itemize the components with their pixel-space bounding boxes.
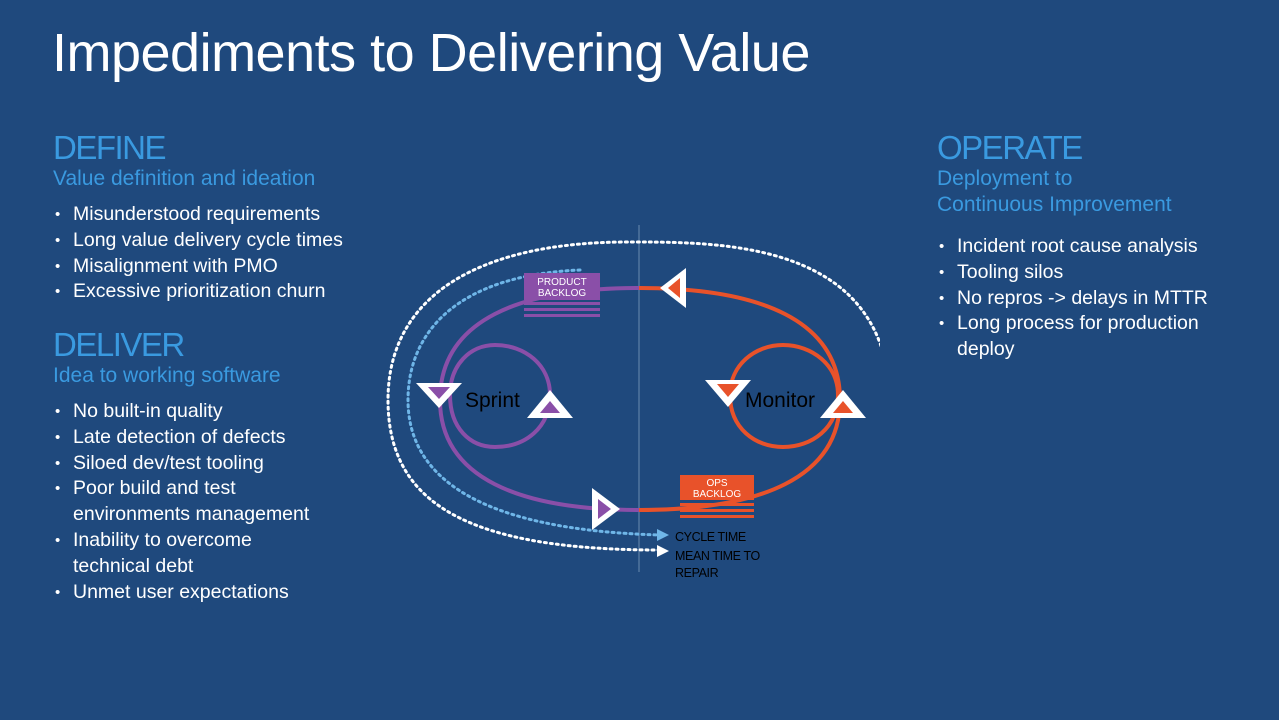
mttr-arrowhead xyxy=(657,545,669,557)
define-list: Misunderstood requirements Long value de… xyxy=(53,202,343,305)
list-item: Excessive prioritization churn xyxy=(53,279,343,305)
operate-subtitle-line1: Deployment to xyxy=(937,167,1073,190)
product-backlog-card xyxy=(524,273,600,300)
define-subtitle: Value definition and ideation xyxy=(53,167,316,190)
deliver-list: No built-in quality Late detection of de… xyxy=(53,399,309,605)
operate-heading: OPERATE xyxy=(937,129,1083,166)
ops-backlog-label-line1: OPS xyxy=(706,478,727,489)
list-item: Inability to overcome technical debt xyxy=(53,528,309,580)
list-item: Late detection of defects xyxy=(53,425,309,451)
list-item: Long process for production deploy xyxy=(937,311,1208,363)
list-item: Long value delivery cycle times xyxy=(53,228,343,254)
purple-up-arrow-inner xyxy=(540,401,560,413)
monitor-inner-loop xyxy=(727,342,841,450)
list-item: Tooling silos xyxy=(937,260,1208,286)
product-backlog-label-line2: BACKLOG xyxy=(538,288,587,299)
list-item: No built-in quality xyxy=(53,399,309,425)
ops-backlog-stripe xyxy=(680,509,754,512)
product-backlog-label-line1: PRODUCT xyxy=(537,277,586,288)
list-item: Unmet user expectations xyxy=(53,580,309,606)
list-item: No repros -> delays in MTTR xyxy=(937,286,1208,312)
orange-up-arrow-inner xyxy=(833,401,853,413)
mttr-label-line1: MEAN TIME TO xyxy=(675,549,760,563)
list-item: Incident root cause analysis xyxy=(937,234,1208,260)
define-heading: DEFINE xyxy=(53,129,167,166)
mttr-dotted-loop xyxy=(386,240,880,552)
define-section: DEFINE Value definition and ideation Mis… xyxy=(53,130,343,305)
monitor-label: Monitor xyxy=(745,389,815,412)
sprint-label: Sprint xyxy=(465,389,520,412)
purple-right-arrow-inner xyxy=(598,499,611,519)
devops-cycle-diagram: PRODUCT BACKLOG OPS BACKLOG Sprint Monit… xyxy=(386,225,880,580)
ops-backlog-box: OPS BACKLOG xyxy=(680,475,754,518)
ops-backlog-label-line2: BACKLOG xyxy=(693,489,742,500)
cycle-time-dotted-loop xyxy=(406,268,662,537)
product-backlog-stripe xyxy=(524,308,600,311)
orange-left-arrow-inner xyxy=(668,278,680,298)
operate-subtitle-line2: Continuous Improvement xyxy=(937,193,1172,216)
ops-backlog-card xyxy=(680,475,754,500)
slide-title: Impediments to Delivering Value xyxy=(52,23,810,83)
product-backlog-stripe xyxy=(524,314,600,317)
product-backlog-box: PRODUCT BACKLOG xyxy=(524,273,600,317)
operate-list: Incident root cause analysis Tooling sil… xyxy=(937,234,1208,363)
sprint-inner-loop xyxy=(447,342,553,450)
list-item: Siloed dev/test tooling xyxy=(53,451,309,477)
product-backlog-stripe xyxy=(524,302,600,305)
mttr-label-line2: REPAIR xyxy=(675,566,719,580)
list-item: Misalignment with PMO xyxy=(53,254,343,280)
operate-section: OPERATE Deployment to Continuous Improve… xyxy=(937,130,1208,363)
ops-backlog-stripe xyxy=(680,515,754,518)
orange-down-arrow-inner xyxy=(717,384,739,397)
ops-backlog-stripe xyxy=(680,503,754,506)
deliver-subtitle: Idea to working software xyxy=(53,364,281,387)
cycle-time-arrowhead xyxy=(657,529,669,541)
deliver-section: DELIVER Idea to working software No buil… xyxy=(53,326,309,606)
list-item: Poor build and test environments managem… xyxy=(53,476,309,528)
list-item: Misunderstood requirements xyxy=(53,202,343,228)
deliver-heading: DELIVER xyxy=(53,326,185,363)
purple-down-arrow-inner xyxy=(428,387,450,399)
cycle-time-label: CYCLE TIME xyxy=(675,530,746,544)
